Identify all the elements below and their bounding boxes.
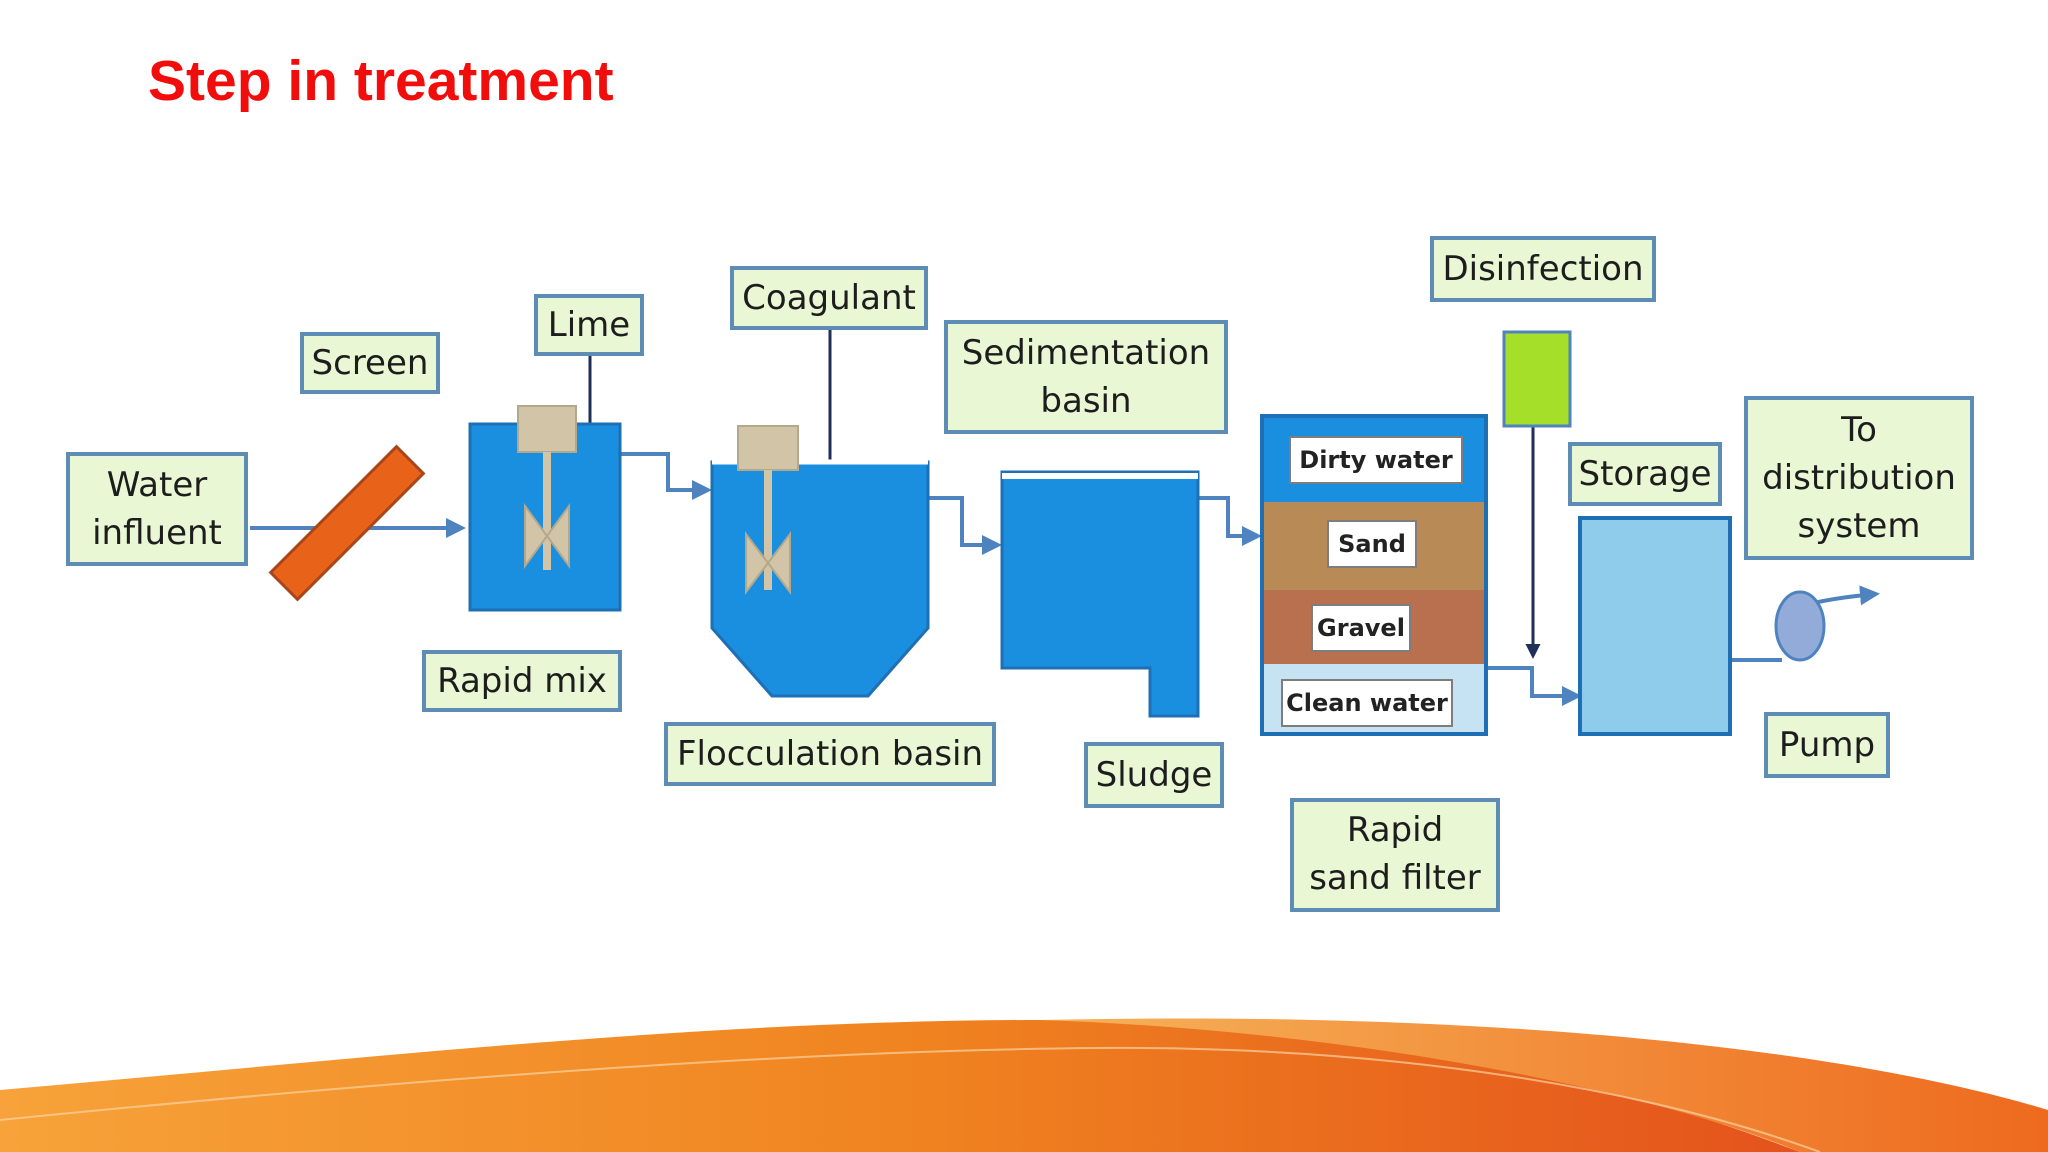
svg-text:Flocculation basin: Flocculation basin [677,734,983,774]
rapid-sand-filter-line-2: sand filter [1309,858,1481,898]
svg-text:Screen: Screen [312,343,429,383]
label-rapid-mix: Rapid mix [422,650,622,712]
sedimentation-line-1: Sedimentation [962,333,1210,373]
filter-layer-gravel: Gravel [1311,604,1411,652]
disinfectant-tank [1502,330,1572,428]
water-influent-line-2: influent [92,513,222,553]
clean-water-label: Clean water [1286,689,1448,717]
label-pump: Pump [1764,712,1890,778]
label-flocculation-basin: Flocculation basin [664,722,996,786]
gravel-label: Gravel [1317,614,1405,642]
label-sedimentation-basin: Sedimentation basin [944,320,1228,434]
svg-text:Rapid mix: Rapid mix [437,661,607,701]
sand-label: Sand [1338,530,1406,558]
dirty-water-label: Dirty water [1299,446,1453,474]
svg-text:Storage: Storage [1578,454,1711,494]
filter-layer-sand: Sand [1327,520,1417,568]
sedimentation-line-2: basin [1040,381,1131,421]
label-lime: Lime [534,294,644,356]
flow-rapid-mix-to-flocculation [618,452,712,500]
footer-wave [0,1018,2048,1152]
rapid-mix-tank [468,405,622,612]
distribution-line-1: To [1840,410,1877,450]
svg-text:Lime: Lime [548,305,630,345]
label-storage: Storage [1568,442,1722,506]
svg-text:Disinfection: Disinfection [1442,249,1643,289]
screen-bar [268,444,426,602]
flocculation-basin [710,425,930,698]
filter-layer-clean-water: Clean water [1281,679,1453,727]
distribution-line-3: system [1798,506,1921,546]
label-disinfection: Disinfection [1430,236,1656,302]
storage-tank [1578,516,1732,736]
label-to-distribution-system: To distribution system [1744,396,1974,560]
label-screen: Screen [300,332,440,394]
label-sludge: Sludge [1084,742,1224,808]
water-influent-line-1: Water [107,465,208,505]
svg-text:Coagulant: Coagulant [742,278,916,318]
sedimentation-basin [1000,470,1200,718]
label-rapid-sand-filter: Rapid sand filter [1290,798,1500,912]
flow-filter-to-storage [1486,666,1582,706]
distribution-line-2: distribution [1762,458,1956,498]
flow-flocculation-to-sedimentation [928,496,1002,555]
svg-text:Sludge: Sludge [1096,755,1213,795]
label-coagulant: Coagulant [730,266,928,330]
rapid-sand-filter-line-1: Rapid [1347,810,1443,850]
flow-sedimentation-to-filter [1198,496,1262,546]
filter-layer-dirty-water: Dirty water [1289,436,1463,484]
svg-text:Pump: Pump [1779,725,1875,765]
pump-symbol [1774,590,1826,662]
slide-title: Step in treatment [148,49,614,113]
label-water-influent: Water influent [66,452,248,566]
